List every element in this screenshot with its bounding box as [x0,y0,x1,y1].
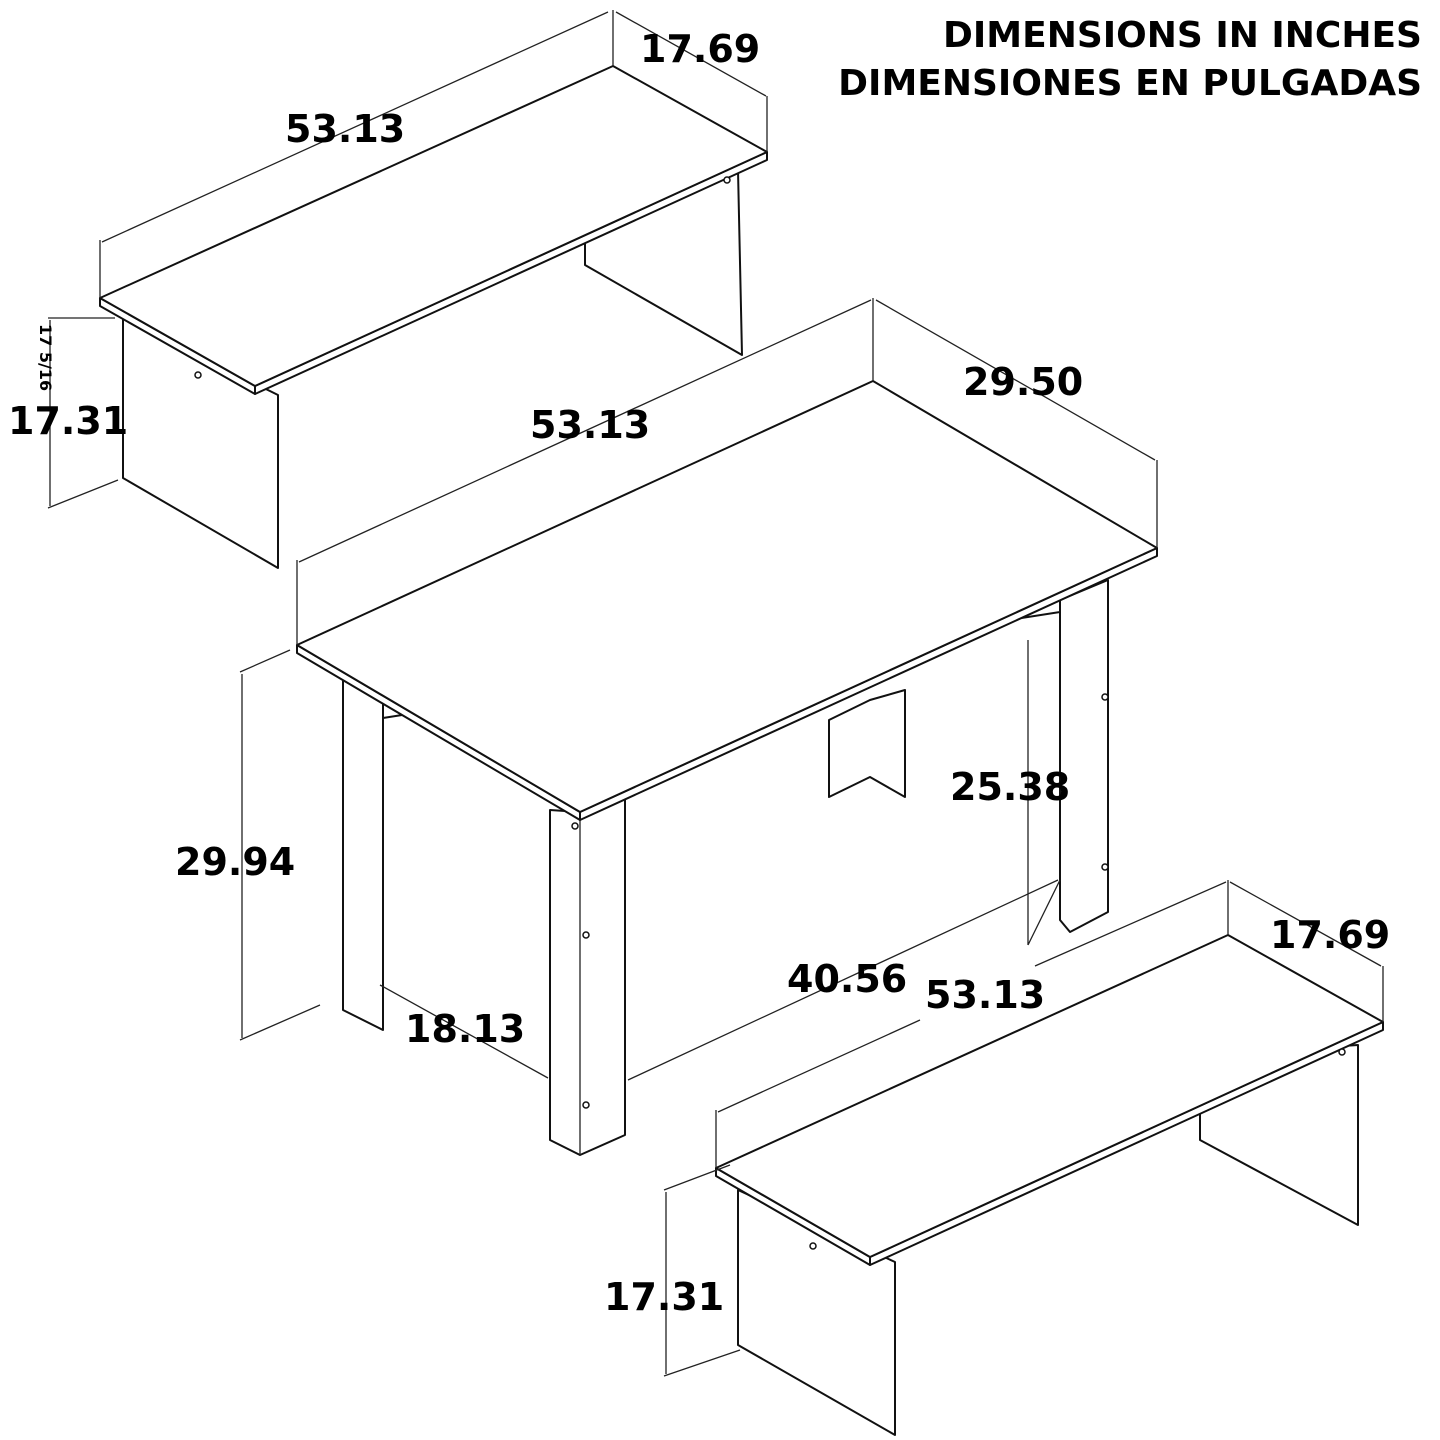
title-spanish: DIMENSIONES EN PULGADAS [838,63,1422,104]
table-leg-inner-depth: 18.13 [405,1007,525,1051]
table-depth: 29.50 [963,360,1083,404]
bottom-bench-depth: 17.69 [1270,913,1390,957]
bottom-bench-length: 53.13 [925,973,1045,1017]
bottom-bench [663,880,1384,1436]
table-left-leg [342,679,384,1031]
bottom-bench-height: 17.31 [604,1275,724,1319]
table-clearance-height: 25.38 [950,765,1070,809]
top-bench [47,10,768,569]
table-front-leg [549,794,626,1156]
table [239,298,1158,1156]
top-bench-height: 17.31 [8,399,128,443]
table-leg-span: 40.56 [787,957,907,1001]
title-english: DIMENSIONS IN INCHES [943,15,1422,56]
table-back-right-leg [1059,579,1109,933]
table-height: 29.94 [175,840,295,884]
top-bench-depth: 17.69 [640,27,760,71]
top-bench-height-overlay: 17 5/16 [36,324,55,391]
top-bench-length: 53.13 [285,107,405,151]
table-back-middle-leg [828,689,906,798]
table-length: 53.13 [530,403,650,447]
